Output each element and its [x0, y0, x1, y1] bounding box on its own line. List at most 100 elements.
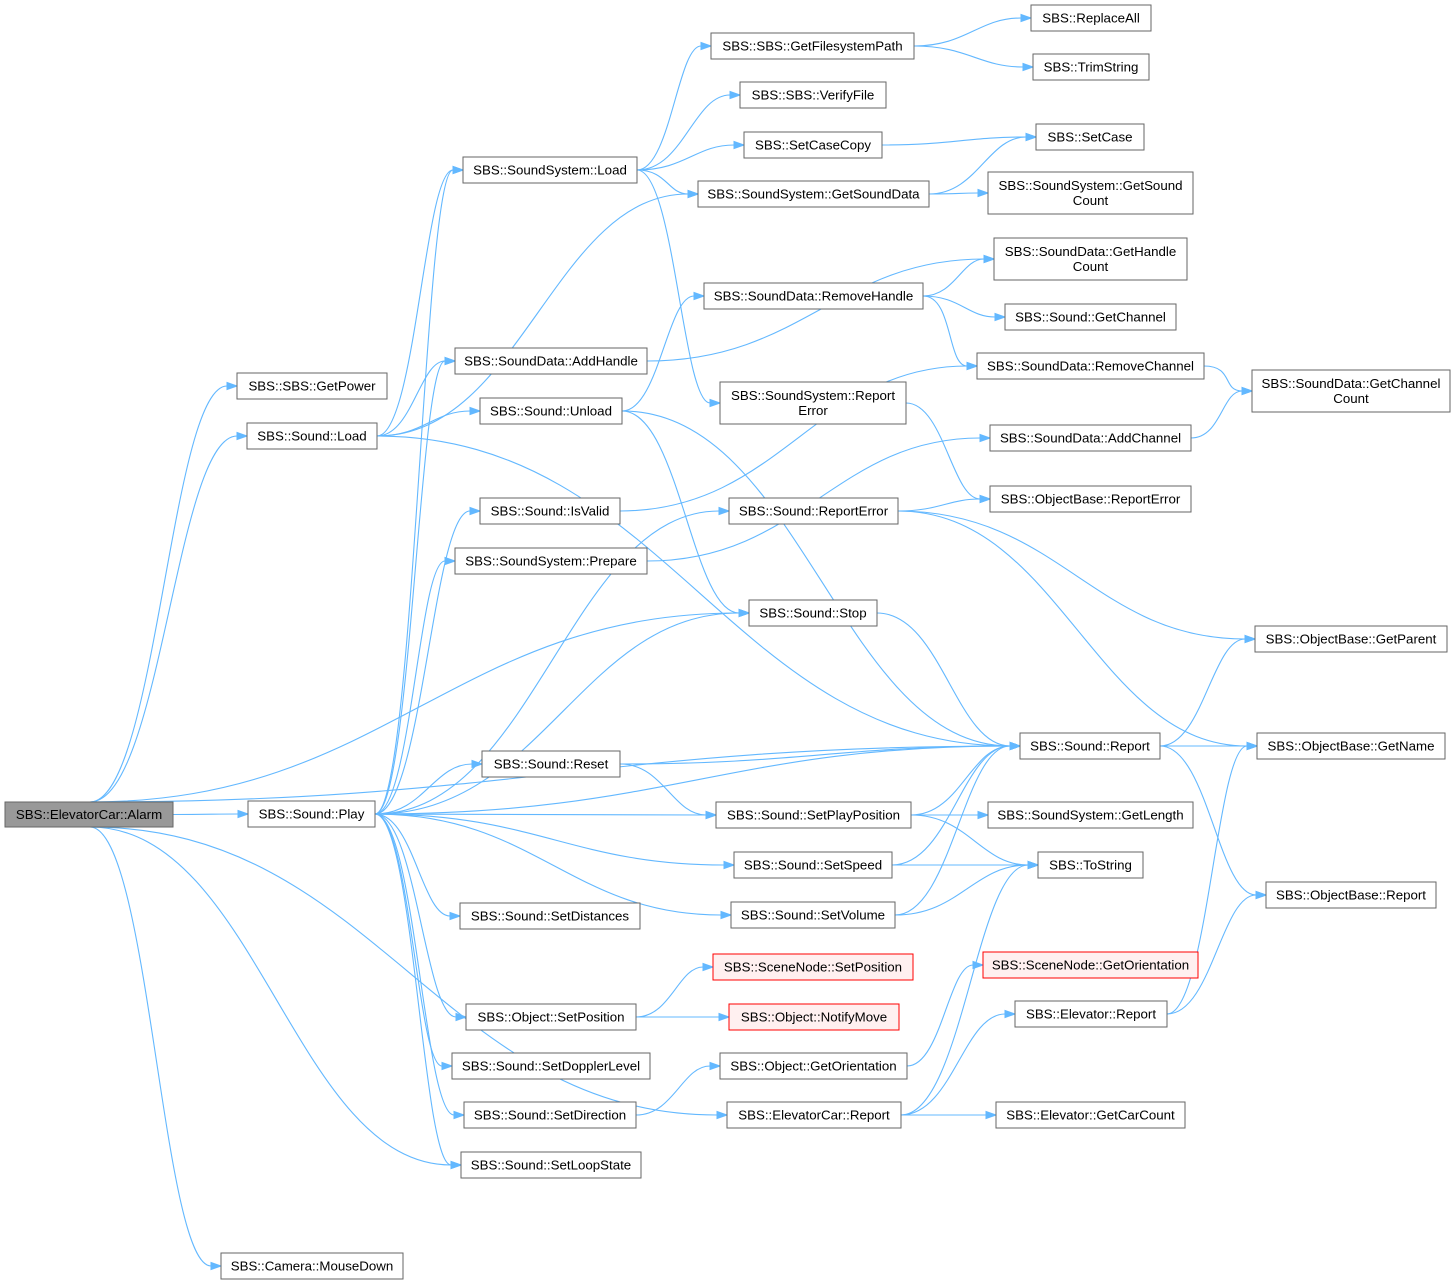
node-label: SBS::SoundSystem::GetSound: [998, 178, 1182, 193]
node-label: SBS::ObjectBase::ReportError: [1001, 492, 1181, 507]
edge-arrowhead: [469, 406, 482, 416]
node-getfs[interactable]: SBS::SBS::GetFilesystemPath: [710, 32, 915, 60]
node-addhandle[interactable]: SBS::SoundData::AddHandle: [454, 347, 648, 375]
node-carreport[interactable]: SBS::ElevatorCar::Report: [726, 1101, 902, 1129]
node-notifymove[interactable]: SBS::Object::NotifyMove: [728, 1003, 900, 1031]
edge-arrowhead: [1241, 386, 1254, 396]
edge-line: [635, 966, 704, 1018]
node-getlength[interactable]: SBS::SoundSystem::GetLength: [987, 801, 1194, 829]
node-sysload[interactable]: SBS::SoundSystem::Load: [462, 156, 638, 184]
node-box: [748, 599, 878, 627]
node-verify[interactable]: SBS::SBS::VerifyFile: [739, 81, 887, 109]
node-soundload[interactable]: SBS::Sound::Load: [246, 422, 378, 450]
node-getcarcount[interactable]: SBS::Elevator::GetCarCount: [995, 1101, 1186, 1129]
node-label: SBS::ObjectBase::GetParent: [1266, 632, 1437, 647]
edge-reset-to-setplaypos: [619, 763, 718, 820]
node-removechannel[interactable]: SBS::SoundData::RemoveChannel: [976, 352, 1205, 380]
node-tostring[interactable]: SBS::ToString: [1037, 851, 1144, 879]
node-prepare[interactable]: SBS::SoundSystem::Prepare: [454, 547, 648, 575]
node-box: [728, 497, 899, 525]
node-objsetpos[interactable]: SBS::Object::SetPosition: [465, 1003, 637, 1031]
node-label: SBS::Camera::MouseDown: [231, 1259, 394, 1274]
node-stop[interactable]: SBS::Sound::Stop: [748, 599, 878, 627]
edge-play-to-setdir: [374, 813, 466, 1120]
edge-line: [922, 295, 968, 367]
node-objreport[interactable]: SBS::ObjectBase::Report: [1265, 881, 1437, 909]
node-alarm[interactable]: SBS::ElevatorCar::Alarm: [4, 801, 174, 828]
edge-line: [619, 365, 968, 512]
node-box: [719, 1052, 908, 1080]
node-getpower[interactable]: SBS::SBS::GetPower: [236, 372, 388, 400]
node-scenesetpos[interactable]: SBS::SceneNode::SetPosition: [712, 953, 914, 981]
edge-arrowhead: [1246, 741, 1259, 751]
node-trimstring[interactable]: SBS::TrimString: [1032, 53, 1150, 81]
node-reset[interactable]: SBS::Sound::Reset: [481, 750, 621, 778]
edge-arrowhead: [453, 1110, 466, 1120]
edge-arrowhead: [236, 431, 249, 441]
node-getsounddata[interactable]: SBS::SoundSystem::GetSoundData: [697, 180, 930, 208]
node-mousedown[interactable]: SBS::Camera::MouseDown: [220, 1252, 404, 1280]
node-box: [733, 851, 893, 879]
edge-sndreporterr-to-getparent: [897, 510, 1257, 644]
node-setdir[interactable]: SBS::Sound::SetDirection: [463, 1101, 637, 1129]
call-graph-nodes: SBS::ElevatorCar::Alarm SBS::SBS::GetPowe…: [4, 4, 1451, 1280]
node-doppler[interactable]: SBS::Sound::SetDopplerLevel: [451, 1052, 651, 1080]
node-label: SBS::Object::GetOrientation: [730, 1059, 896, 1074]
node-box: [712, 953, 914, 981]
node-objgetorient[interactable]: SBS::Object::GetOrientation: [719, 1052, 908, 1080]
edge-line: [1159, 638, 1246, 747]
node-sndreporterr[interactable]: SBS::Sound::ReportError: [728, 497, 899, 525]
node-label: SBS::Sound::IsValid: [491, 504, 610, 519]
node-box: [236, 372, 388, 400]
node-box: [460, 1151, 642, 1179]
node-label: SBS::ObjectBase::Report: [1276, 888, 1426, 903]
node-label: SBS::SBS::GetFilesystemPath: [722, 39, 902, 54]
node-replaceall[interactable]: SBS::ReplaceAll: [1030, 4, 1152, 32]
node-isvalid[interactable]: SBS::Sound::IsValid: [479, 497, 621, 525]
node-setloop[interactable]: SBS::Sound::SetLoopState: [460, 1151, 642, 1179]
node-box: [1004, 303, 1177, 331]
edge-arrowhead: [716, 1110, 729, 1120]
edge-line: [89, 435, 238, 803]
node-label: SBS::Sound::Load: [257, 429, 366, 444]
node-label: SBS::Elevator::GetCarCount: [1006, 1108, 1175, 1123]
edge-line: [1203, 365, 1243, 392]
node-scenegetorient[interactable]: SBS::SceneNode::GetOrientation: [982, 951, 1199, 979]
edge-arrowhead: [1020, 13, 1033, 23]
edge-line: [636, 144, 735, 171]
edge-elevreport-to-getname: [1166, 741, 1259, 1015]
node-box: [1032, 53, 1150, 81]
node-elevreport[interactable]: SBS::Elevator::Report: [1014, 1000, 1168, 1028]
node-sysreporterr[interactable]: SBS::SoundSystem::ReportError: [719, 381, 907, 425]
node-objreporterr[interactable]: SBS::ObjectBase::ReportError: [989, 485, 1192, 513]
edge-line: [376, 435, 1011, 747]
edge-line: [894, 864, 1029, 916]
node-getname[interactable]: SBS::ObjectBase::GetName: [1256, 732, 1446, 760]
node-setcasecopy[interactable]: SBS::SetCaseCopy: [743, 131, 883, 159]
node-box: [993, 237, 1188, 281]
edge-line: [906, 964, 974, 1067]
edge-alarm-to-play: [172, 809, 250, 819]
node-removehandle[interactable]: SBS::SoundData::RemoveHandle: [703, 282, 924, 310]
edge-arrowhead: [444, 356, 457, 366]
node-play[interactable]: SBS::Sound::Play: [247, 800, 376, 828]
node-sndreport[interactable]: SBS::Sound::Report: [1019, 732, 1161, 760]
node-setspeed[interactable]: SBS::Sound::SetSpeed: [733, 851, 893, 879]
edge-line: [621, 410, 1011, 747]
node-getchannel[interactable]: SBS::Sound::GetChannel: [1004, 303, 1177, 331]
node-setvolume[interactable]: SBS::Sound::SetVolume: [730, 901, 896, 929]
edge-play-to-sndreport: [374, 741, 1022, 815]
node-label: SBS::Object::SetPosition: [477, 1010, 624, 1025]
node-addchannel[interactable]: SBS::SoundData::AddChannel: [989, 424, 1192, 452]
edge-removehandle-to-getchannel: [922, 295, 1007, 322]
node-getparent[interactable]: SBS::ObjectBase::GetParent: [1254, 625, 1448, 653]
node-label: SBS::ObjectBase::GetName: [1267, 739, 1434, 754]
edge-arrowhead: [449, 911, 462, 921]
node-setdist[interactable]: SBS::Sound::SetDistances: [459, 902, 641, 930]
node-setplaypos[interactable]: SBS::Sound::SetPlayPosition: [715, 801, 912, 829]
node-unload[interactable]: SBS::Sound::Unload: [479, 397, 623, 425]
node-setcase[interactable]: SBS::SetCase: [1035, 123, 1145, 151]
